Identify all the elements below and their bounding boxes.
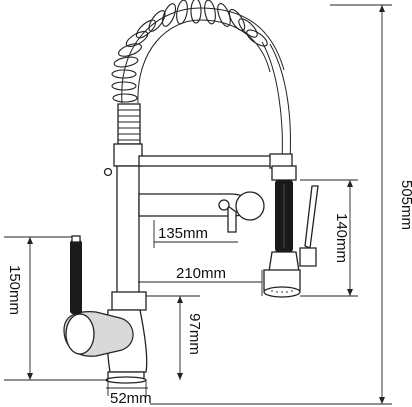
label-sprayer-height: 140mm — [333, 213, 350, 263]
label-reach-135: 135mm — [158, 225, 208, 242]
faucet-drawing — [63, 0, 319, 384]
spring-collar — [117, 103, 141, 145]
faucet-base — [63, 235, 148, 384]
spring-coil — [111, 0, 291, 161]
main-column — [103, 143, 293, 297]
pull-down-sprayer — [263, 165, 319, 298]
label-base-height: 97mm — [186, 313, 203, 355]
dimension-arrows — [27, 5, 385, 404]
dimension-lines — [4, 4, 392, 405]
label-total-height: 505mm — [398, 180, 412, 230]
label-reach-210: 210mm — [176, 265, 226, 282]
label-base-diameter: 52mm — [110, 390, 152, 407]
label-handle-height: 150mm — [6, 265, 23, 315]
